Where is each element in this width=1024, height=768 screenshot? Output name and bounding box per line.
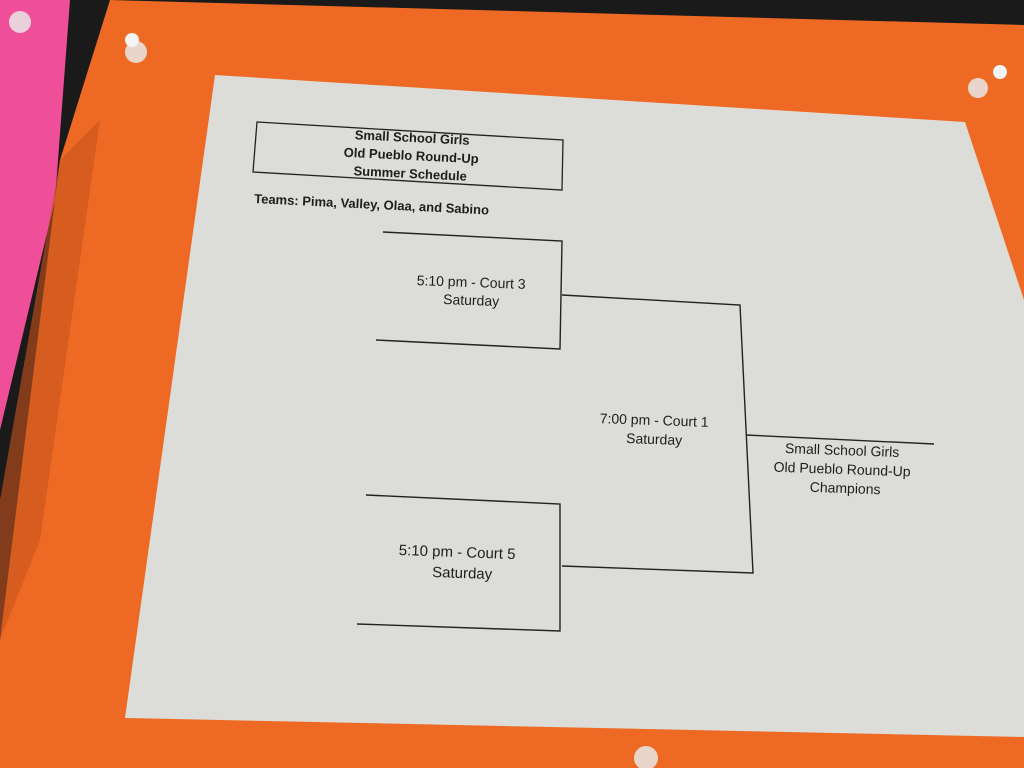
final-day: Saturday — [626, 430, 683, 448]
champion-line-1: Small School Girls — [785, 440, 900, 460]
paper-sheet — [125, 75, 1024, 737]
game2-day: Saturday — [432, 564, 493, 583]
game2-time: 5:10 pm - Court 5 — [399, 542, 516, 563]
game1-day: Saturday — [443, 291, 500, 309]
title-line-2: Old Pueblo Round-Up — [343, 145, 479, 167]
pushpin-icon — [125, 33, 147, 63]
title-box — [252, 121, 564, 191]
bracket-lines — [356, 231, 935, 632]
title-line-3: Summer Schedule — [353, 163, 467, 184]
pushpin-icon — [9, 11, 31, 33]
pushpin-icon — [634, 746, 658, 768]
champion-line-3: Champions — [810, 479, 881, 497]
title-line-1: Small School Girls — [354, 127, 469, 148]
board-shadow — [0, 120, 100, 640]
pushpin-icon — [968, 65, 1007, 98]
final-time: 7:00 pm - Court 1 — [599, 410, 709, 430]
game1-time: 5:10 pm - Court 3 — [416, 272, 526, 292]
pink-paper — [0, 0, 70, 430]
champion-line-2: Old Pueblo Round-Up — [773, 459, 911, 480]
